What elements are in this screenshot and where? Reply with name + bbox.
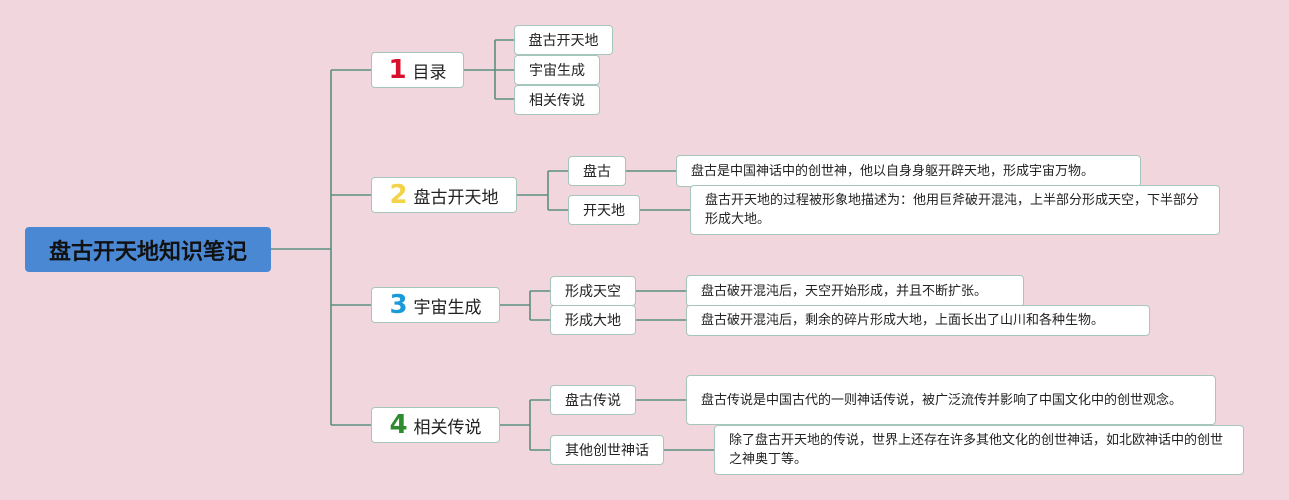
section-number: 1 (388, 55, 407, 85)
section-label: 宇宙生成 (413, 297, 482, 318)
section-number: 2 (389, 180, 408, 210)
sub-node-pangu[interactable]: 盘古 (568, 156, 626, 186)
sub-node-label: 其他创世神话 (565, 443, 649, 459)
sub-node-pangu-legend[interactable]: 盘古传说 (550, 385, 636, 415)
desc-text: 盘古破开混沌后，天空开始形成，并且不断扩张。 (701, 283, 988, 299)
desc-text: 盘古是中国神话中的创世神，他以自身身躯开辟天地，形成宇宙万物。 (691, 163, 1095, 179)
sub-node-other-myths[interactable]: 其他创世神话 (550, 435, 664, 465)
desc-node[interactable]: 盘古是中国神话中的创世神，他以自身身躯开辟天地，形成宇宙万物。 (676, 155, 1141, 187)
root-node[interactable]: 盘古开天地知识笔记 (25, 227, 271, 272)
desc-text: 盘古开天地的过程被形象地描述为：他用巨斧破开混沌，上半部分形成天空，下半部分形成… (705, 193, 1200, 227)
toc-item-label: 盘古开天地 (528, 33, 599, 49)
sub-node-sky[interactable]: 形成天空 (550, 276, 636, 306)
section-number: 3 (389, 290, 408, 320)
sub-node-label: 形成大地 (565, 313, 621, 329)
toc-item[interactable]: 相关传说 (514, 85, 600, 115)
desc-node[interactable]: 盘古传说是中国古代的一则神话传说，被广泛流传并影响了中国文化中的创世观念。 (686, 375, 1216, 425)
toc-item[interactable]: 盘古开天地 (514, 25, 613, 55)
section-node-pangu[interactable]: 2 盘古开天地 (371, 177, 517, 213)
desc-node[interactable]: 除了盘古开天地的传说，世界上还存在许多其他文化的创世神话，如北欧神话中的创世之神… (714, 425, 1244, 475)
section-number: 4 (389, 410, 408, 440)
desc-node[interactable]: 盘古破开混沌后，天空开始形成，并且不断扩张。 (686, 275, 1024, 307)
section-node-legends[interactable]: 4 相关传说 (371, 407, 500, 443)
section-label: 盘古开天地 (413, 187, 499, 208)
desc-text: 除了盘古开天地的传说，世界上还存在许多其他文化的创世神话，如北欧神话中的创世之神… (729, 433, 1224, 467)
toc-item-label: 相关传说 (529, 93, 585, 109)
sub-node-label: 盘古 (583, 164, 611, 180)
desc-text: 盘古破开混沌后，剩余的碎片形成大地，上面长出了山川和各种生物。 (701, 313, 1105, 328)
desc-node[interactable]: 盘古开天地的过程被形象地描述为：他用巨斧破开混沌，上半部分形成天空，下半部分形成… (690, 185, 1220, 235)
sub-node-label: 开天地 (583, 203, 625, 219)
section-node-universe[interactable]: 3 宇宙生成 (371, 287, 500, 323)
toc-item[interactable]: 宇宙生成 (514, 55, 600, 85)
toc-item-label: 宇宙生成 (529, 63, 585, 79)
section-label: 目录 (412, 62, 447, 83)
sub-node-earth[interactable]: 形成大地 (550, 305, 636, 335)
desc-text: 盘古传说是中国古代的一则神话传说，被广泛流传并影响了中国文化中的创世观念。 (701, 392, 1183, 408)
section-label: 相关传说 (413, 417, 482, 438)
desc-node[interactable]: 盘古破开混沌后，剩余的碎片形成大地，上面长出了山川和各种生物。 (686, 305, 1150, 336)
sub-node-label: 盘古传说 (565, 393, 621, 409)
sub-node-label: 形成天空 (565, 284, 621, 300)
sub-node-open-heaven[interactable]: 开天地 (568, 195, 640, 225)
section-node-contents[interactable]: 1 目录 (371, 52, 464, 88)
